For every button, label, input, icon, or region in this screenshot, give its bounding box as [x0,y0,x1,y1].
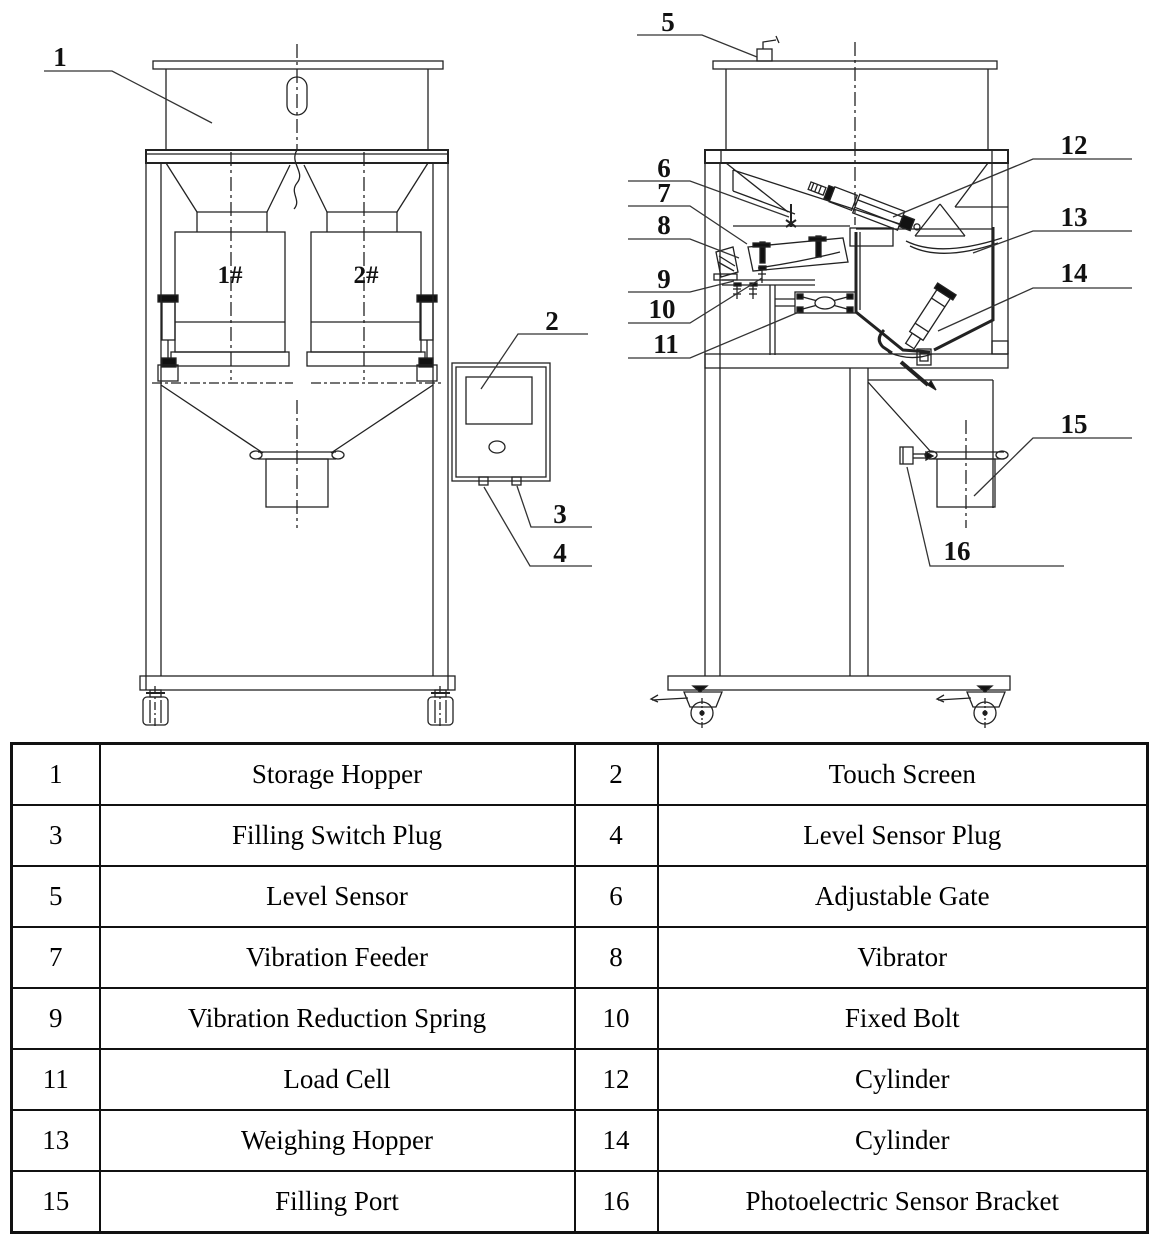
part-name-cell: Vibration Reduction Spring [98,987,576,1050]
part-name-cell: Filling Port [98,1170,576,1234]
callout-6-label: 6 [657,153,671,183]
part-number-cell: 14 [573,1109,659,1172]
storage-hopper-front [152,44,444,150]
part-name-cell: Level Sensor Plug [656,804,1149,867]
feed-chute [725,162,1008,247]
front-right-caster [427,686,454,727]
storage-hopper-side [712,42,998,225]
panel-button [488,440,506,454]
weigh-hopper-2-label: 2# [354,262,380,289]
part-name-cell: Cylinder [656,1109,1149,1172]
part-number-cell: 4 [573,804,659,867]
parts-table-row: 3 Filling Switch Plug 4 Level Sensor Plu… [10,804,1149,867]
callout-1-label: 1 [53,42,67,72]
side-right-caster [935,685,1006,728]
touch-screen-display [465,376,533,425]
part-number-cell: 8 [573,926,659,989]
filling-port [924,420,1009,528]
part-name-cell: Vibration Feeder [98,926,576,989]
parts-table-row: 11 Load Cell 12 Cylinder [10,1048,1149,1111]
callout-7-label: 7 [657,178,671,208]
part-number-cell: 9 [10,987,101,1050]
part-number-cell: 12 [573,1048,659,1111]
part-name-cell: Fixed Bolt [656,987,1149,1050]
callout-16-label: 16 [944,536,971,566]
level-sensor [756,35,780,62]
part-number-cell: 10 [573,987,659,1050]
load-cell [769,285,857,355]
callout-9-label: 9 [657,264,671,294]
side-view-drawing [649,35,1011,728]
frame-top-band-front [145,149,449,164]
parts-table-row: 13 Weighing Hopper 14 Cylinder [10,1109,1149,1172]
part-name-cell: Weighing Hopper [98,1109,576,1172]
right-actuator-cylinder [416,294,438,368]
fixed-bolt [758,265,767,283]
level-sensor-plug-front [478,476,489,486]
discharge-cone [152,364,442,528]
left-actuator-cylinder [157,294,179,368]
weigh-hopper-1-label: 1# [218,262,244,289]
callout-14-label: 14 [1061,258,1088,288]
part-name-cell: Load Cell [98,1048,576,1111]
part-number-cell: 16 [573,1170,659,1234]
callout-5-label: 5 [661,7,675,37]
vibration-reduction-springs [722,279,815,299]
gate-cone [905,203,1003,254]
parts-table-row: 15 Filling Port 16 Photoelectric Sensor … [10,1170,1149,1234]
callout-11-label: 11 [653,329,679,359]
weigh-hopper-1: 1# [170,231,290,367]
part-name-cell: Vibrator [656,926,1149,989]
callout-10-label: 10 [649,294,676,324]
cable-squiggle [293,149,301,210]
adjustable-gate [785,204,797,228]
machine-frame-side [667,149,1011,691]
feed-funnels [165,149,429,380]
callout-15-label: 15 [1061,409,1088,439]
front-view-drawing: 1# 2# [139,44,551,727]
part-name-cell: Filling Switch Plug [98,804,576,867]
part-name-cell: Storage Hopper [98,742,576,806]
weigh-hopper-2: 2# [306,231,426,367]
parts-table: 1 Storage Hopper 2 Touch Screen 3 Fillin… [10,742,1149,1234]
gate-cylinder [807,181,921,232]
callout-4-label: 4 [553,538,567,568]
part-number-cell: 15 [10,1170,101,1234]
part-number-cell: 7 [10,926,101,989]
callout-3-label: 3 [553,499,567,529]
part-name-cell: Adjustable Gate [656,865,1149,928]
part-number-cell: 13 [10,1109,101,1172]
side-left-caster [649,685,723,728]
callout-leaders [44,34,1132,567]
front-left-caster [142,686,169,727]
machine-drawings: 1# 2# [44,7,1132,728]
callout-8-label: 8 [657,210,671,240]
part-name-cell: Touch Screen [656,742,1149,806]
callout-labels: 1 2 3 4 5 6 7 8 9 10 11 12 13 14 15 16 [53,7,1087,568]
part-name-cell: Level Sensor [98,865,576,928]
touch-screen-panel [451,362,551,486]
part-name-cell: Photoelectric Sensor Bracket [656,1170,1149,1234]
part-number-cell: 5 [10,865,101,928]
vibrator-bracket [713,246,739,281]
filling-switch-plug-front [511,476,522,486]
callout-13-label: 13 [1061,202,1088,232]
part-number-cell: 1 [10,742,101,806]
hopper-cylinder [899,282,958,391]
part-number-cell: 3 [10,804,101,867]
part-number-cell: 2 [573,742,659,806]
parts-table-row: 7 Vibration Feeder 8 Vibrator [10,926,1149,989]
callout-12-label: 12 [1061,130,1088,160]
part-number-cell: 6 [573,865,659,928]
part-name-cell: Cylinder [656,1048,1149,1111]
photoelectric-sensor-bracket [899,446,935,465]
parts-table-row: 9 Vibration Reduction Spring 10 Fixed Bo… [10,987,1149,1050]
parts-table-row: 1 Storage Hopper 2 Touch Screen [10,742,1149,806]
lower-discharge-panel [867,379,994,508]
part-number-cell: 11 [10,1048,101,1111]
parts-table-row: 5 Level Sensor 6 Adjustable Gate [10,865,1149,928]
callout-2-label: 2 [545,306,559,336]
machine-frame-front [139,163,456,691]
